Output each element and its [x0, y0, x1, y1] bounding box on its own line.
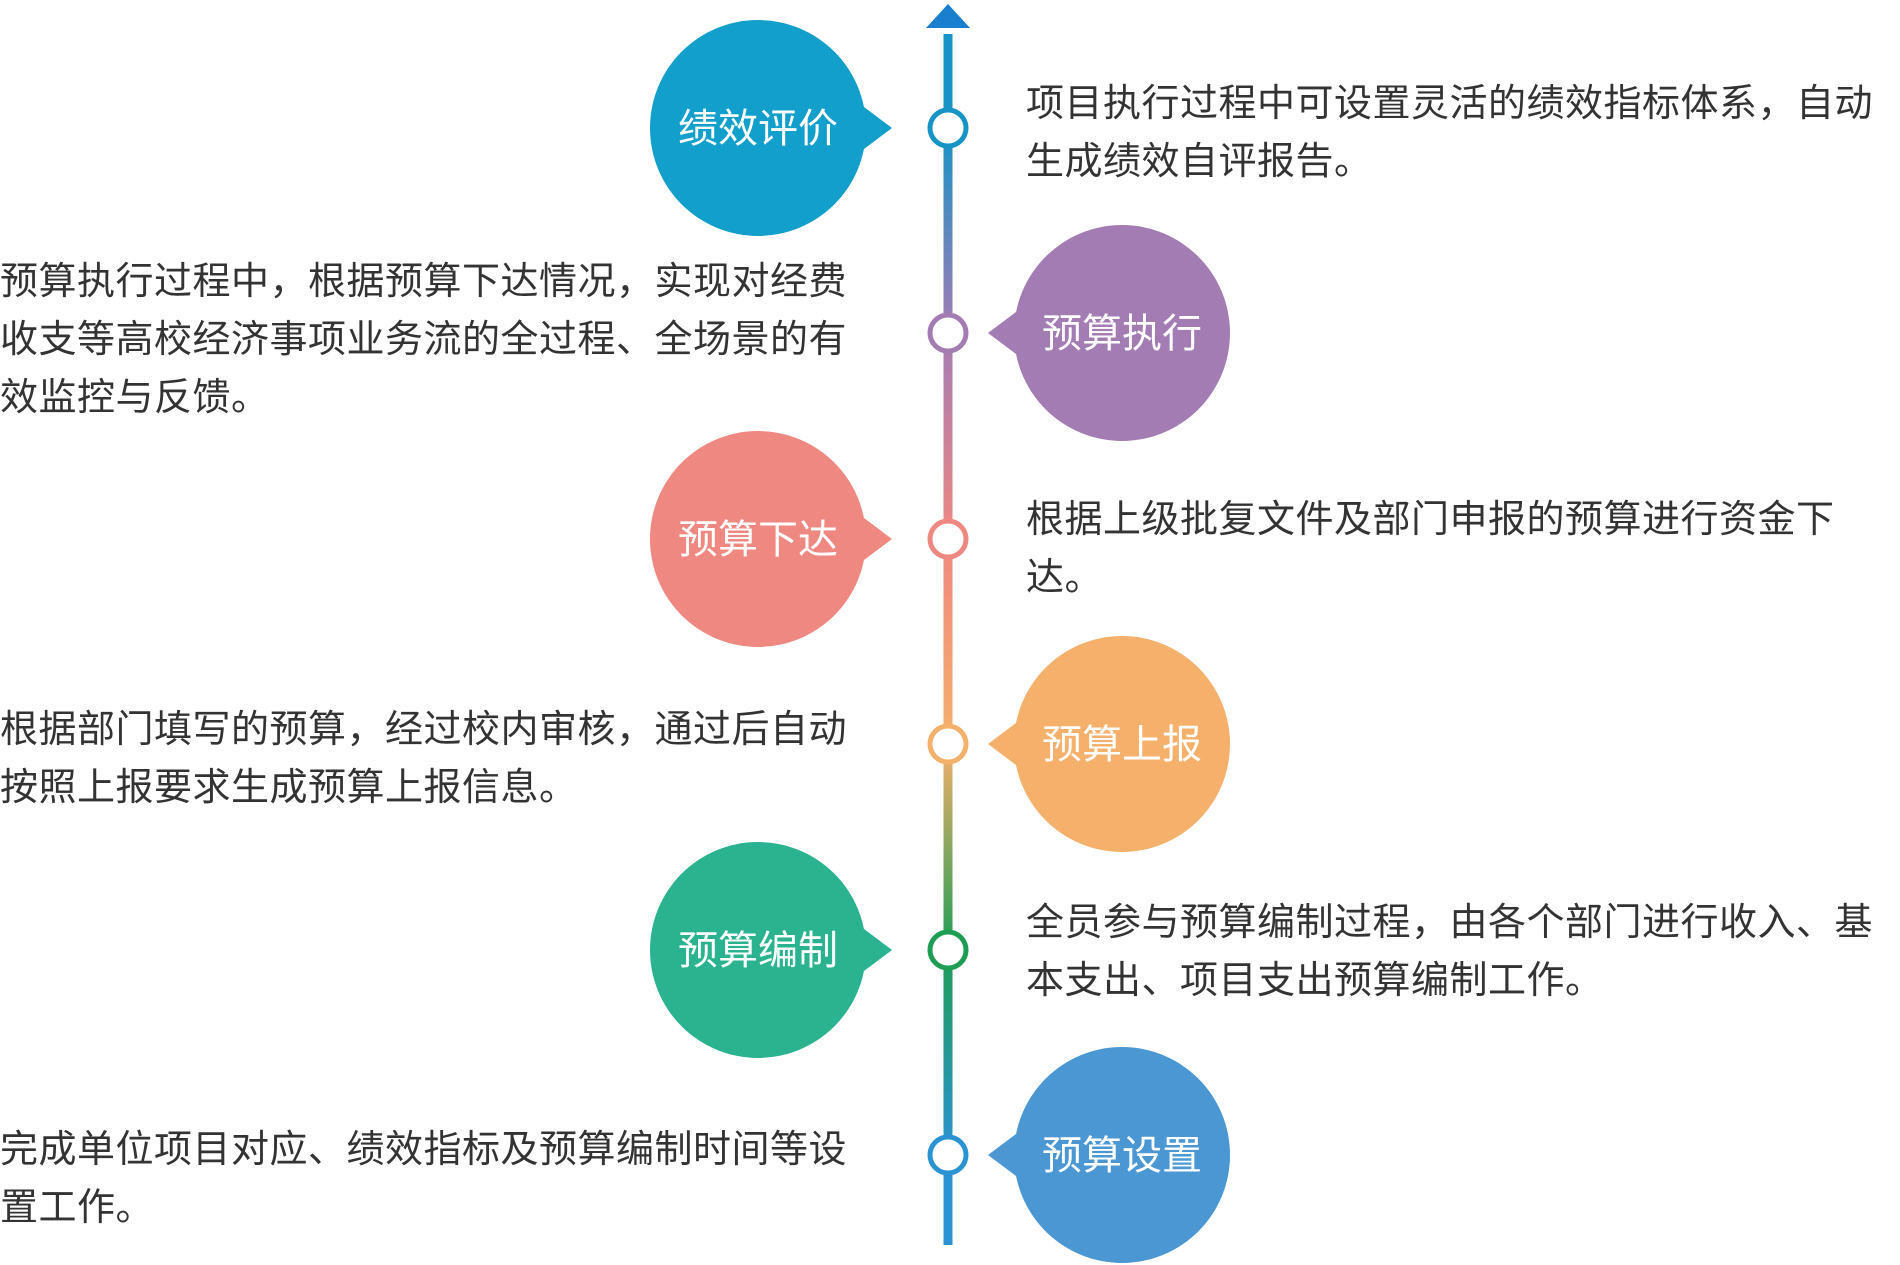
timeline-node-budget-setup [927, 1134, 969, 1176]
stage-label-budget-setup: 预算设置 [1042, 1133, 1202, 1179]
description-performance-evaluation: 项目执行过程中可设置灵活的绩效指标体系，自动生成绩效自评报告。 [1026, 81, 1874, 183]
stage-bubble-budget-preparation: 预算编制 [650, 842, 892, 1058]
stage-label-budget-execution: 预算执行 [1042, 311, 1202, 357]
description-budget-allocation: 根据上级批复文件及部门申报的预算进行资金下达。 [1026, 497, 1835, 599]
stage-bubble-budget-allocation: 预算下达 [650, 431, 892, 647]
timeline-node-performance-evaluation [927, 107, 969, 149]
stage-bubble-budget-reporting: 预算上报 [988, 636, 1230, 852]
description-budget-reporting: 根据部门填写的预算，经过校内审核，通过后自动按照上报要求生成预算上报信息。 [0, 707, 848, 809]
stage-label-performance-evaluation: 绩效评价 [678, 106, 838, 152]
timeline-axis [926, 4, 970, 1245]
timeline-node-budget-reporting [927, 723, 969, 765]
timeline-node-budget-preparation [927, 929, 969, 971]
stage-bubble-performance-evaluation: 绩效评价 [650, 20, 892, 236]
stage-label-budget-reporting: 预算上报 [1042, 722, 1202, 768]
description-budget-setup: 完成单位项目对应、绩效指标及预算编制时间等设置工作。 [0, 1127, 848, 1229]
timeline-arrow-head [926, 4, 970, 28]
description-budget-execution: 预算执行过程中，根据预算下达情况，实现对经费收支等高校经济事项业务流的全过程、全… [0, 259, 848, 419]
stage-label-budget-allocation: 预算下达 [678, 517, 838, 563]
stage-bubble-budget-setup: 预算设置 [988, 1047, 1230, 1263]
stage-bubble-budget-execution: 预算执行 [988, 225, 1230, 441]
timeline-node-budget-execution [927, 312, 969, 354]
timeline-node-budget-allocation [927, 518, 969, 560]
timeline-nodes [927, 107, 969, 1176]
stage-label-budget-preparation: 预算编制 [678, 928, 838, 974]
description-budget-preparation: 全员参与预算编制过程，由各个部门进行收入、基本支出、项目支出预算编制工作。 [1026, 900, 1874, 1002]
